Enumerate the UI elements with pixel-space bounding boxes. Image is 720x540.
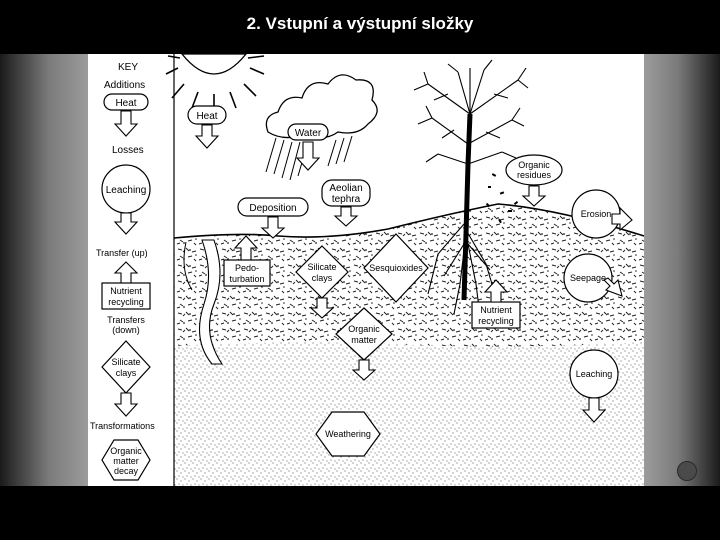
sesquioxides-label: Sesquioxides: [369, 263, 423, 273]
worm-icon: [199, 239, 224, 365]
organic-matter-line2: matter: [351, 335, 377, 345]
organic-residues-line2: residues: [517, 170, 552, 180]
seepage-arrow-icon: [603, 277, 623, 297]
seepage-circle: [563, 253, 613, 303]
aeolian-line2: tephra: [332, 194, 361, 205]
slide-nav-button[interactable]: [677, 461, 697, 481]
organic-residues-arrow-icon: [521, 185, 547, 207]
pedoturbation-line1: Pedo-: [235, 263, 259, 273]
key-transformations-label: Transformations: [90, 421, 155, 431]
aeolian-arrow-icon: [333, 206, 359, 227]
erosion-label: Erosion: [581, 209, 612, 219]
key-silicate-line2: clays: [116, 368, 137, 378]
organic-matter-line1: Organic: [348, 324, 380, 334]
root-icon: [183, 241, 193, 291]
key-down-arrow-icon: [113, 110, 139, 137]
key-loss-arrow-icon: [113, 212, 139, 235]
key-transformation-hexagon: [101, 439, 151, 481]
organic-residues-box: [505, 154, 563, 186]
water-label: Water: [295, 128, 322, 139]
bottom-bar: [0, 486, 720, 540]
key-transfers-down-line2: (down): [112, 325, 140, 335]
silicate-arrow-icon: [309, 297, 335, 319]
tree-icon: [413, 59, 529, 317]
deposition-label: Deposition: [249, 203, 296, 214]
left-gradient-panel: [0, 54, 88, 486]
right-gradient-panel: [644, 54, 720, 486]
organic-matter-arrow-icon: [351, 359, 377, 381]
key-additions-label: Additions: [104, 80, 145, 91]
nutrient-arrow-icon: [483, 279, 509, 303]
key-omd-line2: matter: [113, 456, 139, 466]
key-losses-label: Losses: [112, 145, 144, 156]
deposition-arrow-icon: [260, 216, 286, 239]
subsoil-horizon: [174, 342, 644, 486]
water-addition-box: [287, 123, 329, 141]
key-transfer-box: [101, 282, 151, 310]
pedoturbation-line2: turbation: [229, 274, 264, 284]
leaching-label: Leaching: [576, 369, 613, 379]
sun-icon: [165, 53, 265, 112]
pedoturbation-box: [223, 259, 271, 287]
weathering-label: Weathering: [325, 429, 371, 439]
key-transfer-up-label: Transfer (up): [96, 248, 148, 258]
falling-leaves-icon: [485, 173, 519, 224]
erosion-arrow-icon: [611, 206, 633, 232]
heat-label: Heat: [196, 111, 217, 122]
key-leaching-label: Leaching: [106, 185, 147, 196]
sesquioxides-diamond: [363, 233, 429, 303]
aeolian-line1: Aeolian: [329, 183, 362, 194]
key-heading: KEY: [118, 62, 138, 73]
key-transfer-down-arrow-icon: [113, 392, 139, 417]
organic-residues-line1: Organic: [518, 160, 550, 170]
silicate-line1: Silicate: [307, 262, 336, 272]
water-arrow-icon: [295, 141, 321, 171]
key-addition-symbol: [103, 93, 149, 111]
deposition-box: [237, 197, 309, 217]
key-silicate-line1: Silicate: [111, 357, 140, 367]
key-omd-line3: decay: [114, 466, 139, 476]
aeolian-box: [321, 179, 371, 207]
title-bar: 2. Vstupní a výstupní složky: [0, 0, 720, 54]
soil-processes-figure: KEY Additions Heat Losses Leaching Trans…: [88, 53, 645, 486]
slide-title: 2. Vstupní a výstupní složky: [246, 14, 474, 33]
key-nutrient-line1: Nutrient: [110, 286, 142, 296]
key-omd-line1: Organic: [110, 446, 142, 456]
key-heat-label: Heat: [115, 98, 136, 109]
nutrient-line1: Nutrient: [480, 305, 512, 315]
weathering-hexagon: [315, 411, 381, 457]
key-transfers-down-line1: Transfers: [107, 315, 145, 325]
heat-addition-box: [187, 105, 227, 125]
nutrient-line2: recycling: [478, 316, 514, 326]
key-nutrient-line2: recycling: [108, 297, 144, 307]
ground-surface-line: [173, 203, 645, 239]
heat-arrow-icon: [194, 124, 220, 149]
leaching-arrow-icon: [581, 397, 607, 423]
silicate-line2: clays: [312, 273, 333, 283]
seepage-label: Seepage: [570, 273, 606, 283]
